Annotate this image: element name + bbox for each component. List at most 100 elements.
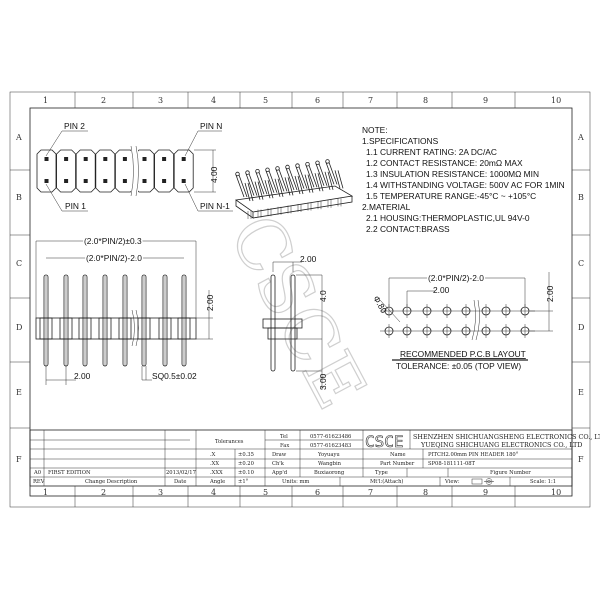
grid-column-label: 2 bbox=[101, 96, 106, 105]
pin-n-label: PIN N bbox=[200, 121, 222, 131]
note-line: 1.1 CURRENT RATING: 2A DC/AC bbox=[366, 147, 497, 157]
overall-dim: (2.0*PIN/2)±0.3 bbox=[84, 236, 142, 246]
pcb-layout: (2.0*PIN/2)-2.0 2.00 Φ.80 2.00 RECOMMEND… bbox=[371, 272, 555, 372]
pitch-span-dim: (2.0*PIN/2)-2.0 bbox=[86, 253, 142, 263]
pin-n1-label: PIN N-1 bbox=[200, 201, 230, 211]
iso-pin-tip bbox=[275, 166, 280, 171]
side-top-dim: 2.00 bbox=[300, 254, 317, 264]
pin-square bbox=[122, 179, 127, 183]
part-number-label: Part Number bbox=[380, 461, 415, 467]
grid-column-label: 9 bbox=[483, 96, 488, 105]
iso-pin-tip bbox=[315, 160, 320, 165]
tolerance-label: Angle bbox=[209, 479, 225, 485]
pin1-label: PIN 1 bbox=[65, 201, 86, 211]
revision-description: FIRST EDITION bbox=[48, 470, 91, 476]
pin-square bbox=[103, 157, 108, 161]
view-label: View: bbox=[444, 479, 460, 485]
type-label: Type bbox=[375, 470, 388, 476]
iso-pin-back bbox=[284, 177, 294, 196]
break-mark bbox=[131, 309, 139, 347]
grid-column-label: 5 bbox=[263, 488, 268, 497]
height-dim: 4.00 bbox=[209, 166, 219, 183]
iso-pin-bottom bbox=[287, 205, 292, 214]
scale: Scale: 1:1 bbox=[530, 479, 556, 485]
tolerance-label: .XXX bbox=[210, 470, 223, 476]
grid-column-label: 6 bbox=[315, 488, 320, 497]
housing-cell bbox=[75, 149, 96, 193]
note-line: 1.2 CONTACT RESISTANCE: 20mΩ MAX bbox=[366, 158, 523, 168]
housing-cell bbox=[56, 149, 76, 193]
iso-pin-back bbox=[304, 174, 314, 193]
approved-label: App'd bbox=[271, 470, 288, 476]
approved-value: Buxiaorong bbox=[314, 470, 345, 476]
pcb-pitch-dim: 2.00 bbox=[433, 285, 450, 295]
company-logo: CSCE bbox=[365, 432, 404, 451]
grid-column-label: 5 bbox=[263, 96, 268, 105]
iso-pin-tip bbox=[285, 164, 290, 170]
top-view: PIN 2 PIN N PIN 1 PIN N-1 4.00 bbox=[36, 121, 233, 212]
notes: NOTE: 1.SPECIFICATIONS 1.1 CURRENT RATIN… bbox=[362, 125, 565, 234]
housing-cell bbox=[95, 149, 116, 193]
title-block: Tolerances .X±0.35.XX±0.20.XXX±0.10Angle… bbox=[29, 429, 600, 487]
iso-pin-back bbox=[324, 171, 334, 190]
housing-cell bbox=[154, 149, 174, 193]
iso-pin-bottom bbox=[257, 209, 262, 218]
grid-column-label: 7 bbox=[368, 96, 373, 105]
grid-row-label: B bbox=[16, 193, 22, 202]
iso-pin-back bbox=[294, 175, 304, 195]
grid-column-label: 3 bbox=[158, 488, 163, 497]
iso-pin-back bbox=[314, 173, 324, 192]
draw-value: Yoyuayu bbox=[317, 452, 340, 458]
iso-pin-back bbox=[334, 170, 344, 189]
tolerance-value: ±0.10 bbox=[238, 470, 254, 476]
pin-square bbox=[142, 157, 147, 161]
grid-row-label: C bbox=[578, 259, 584, 268]
watermark: CSCE bbox=[213, 201, 382, 422]
iso-pin-tip bbox=[255, 168, 260, 174]
pin-square bbox=[64, 157, 69, 161]
note-line: 1.3 INSULATION RESISTANCE: 1000MΩ MIN bbox=[366, 169, 539, 179]
upper-length-dim: 4.0 bbox=[318, 290, 328, 302]
note-line: 2.1 HOUSING:THERMOPLASTIC,UL 94V-0 bbox=[366, 213, 530, 223]
projection-symbol-icon bbox=[471, 478, 494, 485]
iso-pin-tip bbox=[245, 170, 250, 175]
grid-row-label: D bbox=[16, 323, 22, 332]
grid-row-label: E bbox=[16, 388, 22, 397]
iso-pin bbox=[255, 172, 268, 195]
iso-pin bbox=[285, 167, 298, 191]
front-view: (2.0*PIN/2)±0.3 (2.0*PIN/2)-2.0 2.00 2.0… bbox=[35, 235, 215, 385]
pin-square bbox=[103, 179, 108, 183]
housing-cell bbox=[36, 149, 57, 193]
note-line: 1.5 TEMPERATURE RANGE:-45°C ~ +105°C bbox=[366, 191, 536, 201]
tolerance-value: ±1° bbox=[238, 479, 249, 485]
iso-pin-back bbox=[264, 180, 274, 199]
iso-pin bbox=[305, 165, 318, 188]
front-housing bbox=[35, 317, 197, 340]
pcb-tolerance: TOLERANCE: ±0.05 (TOP VIEW) bbox=[396, 361, 521, 371]
revision-date: 2013/02/17 bbox=[166, 470, 196, 476]
pin-square bbox=[44, 179, 49, 183]
pin-square bbox=[181, 157, 186, 161]
fax-label: Fax bbox=[280, 443, 289, 449]
iso-housing bbox=[234, 185, 354, 219]
check-label: Ch'k bbox=[272, 461, 285, 467]
tolerance-label: .XX bbox=[210, 461, 219, 467]
part-number-value: SP08-181111-08T bbox=[428, 461, 476, 467]
grid-column-label: 10 bbox=[551, 96, 561, 105]
iso-pin bbox=[325, 162, 338, 185]
iso-pin-bottom bbox=[267, 208, 272, 217]
rev-header: REV bbox=[33, 479, 45, 485]
outer-frame bbox=[9, 91, 591, 508]
grid-row-label: F bbox=[16, 455, 22, 464]
iso-pin-tip bbox=[265, 167, 270, 172]
pin2-label: PIN 2 bbox=[64, 121, 85, 131]
notes-title: NOTE: bbox=[362, 125, 388, 135]
revision-rev: A0 bbox=[33, 470, 41, 476]
tolerance-value: ±0.20 bbox=[238, 461, 254, 467]
material: Mt'l:(Attach) bbox=[370, 478, 403, 485]
pin-size-dim: SQ0.5±0.02 bbox=[152, 371, 197, 381]
tel-label: Tel bbox=[280, 434, 288, 440]
tolerance-label: .X bbox=[210, 452, 216, 458]
iso-pin bbox=[265, 170, 278, 193]
